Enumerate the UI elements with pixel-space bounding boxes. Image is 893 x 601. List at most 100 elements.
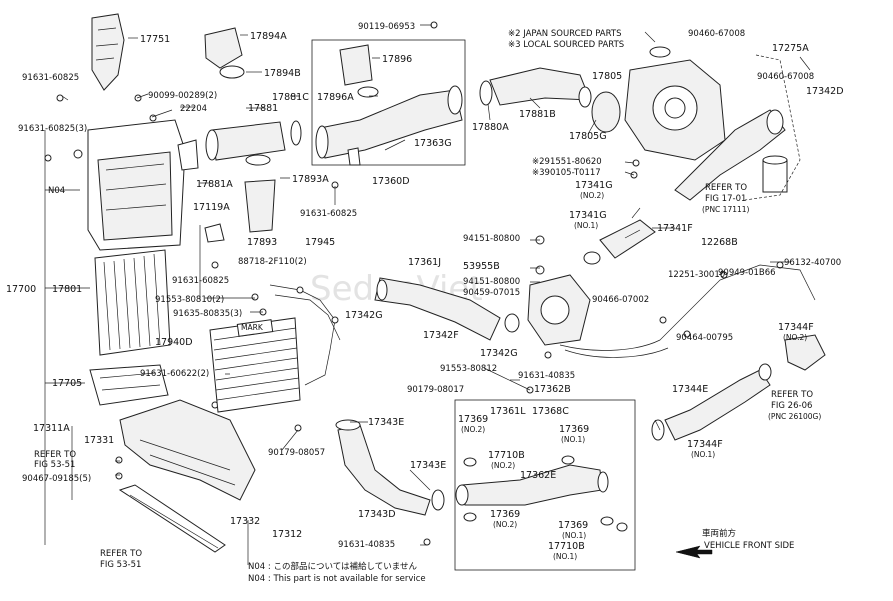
label-17893a: 17893A bbox=[292, 174, 329, 185]
label-17331: 17331 bbox=[84, 435, 114, 446]
label-17705: 17705 bbox=[52, 378, 82, 389]
label-90949-01b66: 90949-01B66 bbox=[718, 268, 776, 278]
hose-17343d bbox=[335, 419, 445, 516]
label-17369-d: 17369 bbox=[558, 520, 588, 531]
bracket-17119a bbox=[204, 223, 225, 243]
footer-note-en: N04 : This part is not available for ser… bbox=[248, 574, 426, 584]
label-17344f-no2: 17344F bbox=[778, 322, 814, 333]
hose-17896 bbox=[339, 44, 379, 98]
label-17805: 17805 bbox=[592, 71, 622, 82]
label-17344f-no1-suffix: (NO.1) bbox=[691, 450, 715, 459]
label-17880a: 17880A bbox=[472, 122, 509, 133]
local-sourced-note: ※3 LOCAL SOURCED PARTS bbox=[508, 40, 624, 50]
label-91553-80810: 91553-80810(2) bbox=[155, 295, 224, 305]
label-90464-00795: 90464-00795 bbox=[676, 333, 733, 343]
refer-fig-53-51-a-line1: REFER TO bbox=[34, 450, 76, 460]
hose-17341f bbox=[583, 219, 656, 265]
refer-fig-26-06-line2: FIG 26-06 bbox=[771, 401, 812, 411]
label-17894a: 17894A bbox=[250, 31, 287, 42]
label-17896a: 17896A bbox=[317, 92, 354, 103]
label-17119a: 17119A bbox=[193, 202, 230, 213]
refer-fig-53-51-b-line1: REFER TO bbox=[100, 549, 142, 559]
resonator-17893 bbox=[244, 154, 276, 233]
label-17710b-no1: 17710B bbox=[548, 541, 585, 552]
label-17369-a: 17369 bbox=[458, 414, 488, 425]
label-17700: 17700 bbox=[6, 284, 36, 295]
label-94151-80800-a: 94151-80800 bbox=[463, 234, 520, 244]
label-53955b: 53955B bbox=[463, 261, 500, 272]
refer-fig-17-01-line3: (PNC 17111) bbox=[702, 205, 750, 214]
label-17360d: 17360D bbox=[372, 176, 410, 187]
air-cleaner-case bbox=[87, 119, 199, 251]
label-17369-a-suffix: (NO.2) bbox=[461, 425, 485, 434]
label-91631-40835-b: 91631-40835 bbox=[518, 371, 575, 381]
water-pipe-17362e bbox=[455, 455, 628, 532]
refer-fig-17-01-line2: FIG 17-01 bbox=[705, 194, 746, 204]
label-17343d: 17343D bbox=[358, 509, 396, 520]
intake-hose-17894a bbox=[204, 27, 245, 79]
vehicle-front-en: VEHICLE FRONT SIDE bbox=[704, 541, 794, 551]
label-90466-07002: 90466-07002 bbox=[592, 295, 649, 305]
label-17710b-no2-suffix: (NO.2) bbox=[491, 461, 515, 470]
label-17344f-no1: 17344F bbox=[687, 439, 723, 450]
label-91553-80812: 91553-80812 bbox=[440, 364, 497, 374]
label-96132-40700: 96132-40700 bbox=[784, 258, 841, 268]
label-94151-80800-b: 94151-80800 bbox=[463, 277, 520, 287]
label-17710b-no1-suffix: (NO.1) bbox=[553, 552, 577, 561]
label-17342g-a: 17342G bbox=[345, 310, 383, 321]
label-90119-06953: 90119-06953 bbox=[358, 22, 415, 32]
label-90460-67008-b: 90460-67008 bbox=[757, 72, 814, 82]
vehicle-front-jp: 車両前方 bbox=[702, 528, 736, 539]
label-17368c: 17368C bbox=[532, 406, 569, 417]
vacuum-hose-2 bbox=[564, 347, 669, 358]
label-17881: 17881 bbox=[248, 103, 278, 114]
footer-note-jp: N04 : この部品については補給していません bbox=[248, 561, 418, 572]
label-n04: N04 bbox=[48, 186, 65, 196]
label-17362e: 17362E bbox=[520, 470, 556, 481]
label-90099-00289: 90099-00289(2) bbox=[148, 91, 217, 101]
label-17341g-no1: 17341G bbox=[569, 210, 607, 221]
label-17344e: 17344E bbox=[672, 384, 708, 395]
air-cleaner-lower-17705 bbox=[89, 364, 169, 406]
refer-fig-53-51-a-line2: FIG 53-51 bbox=[34, 460, 75, 470]
label-17945: 17945 bbox=[305, 237, 335, 248]
label-17341g-no2: 17341G bbox=[575, 180, 613, 191]
label-17805g: 17805G bbox=[569, 131, 607, 142]
label-17341f: 17341F bbox=[657, 223, 693, 234]
air-filter-element-17801 bbox=[94, 249, 171, 356]
pipe-17342g bbox=[374, 277, 520, 341]
label-91631-40835-a: 91631-40835 bbox=[338, 540, 395, 550]
label-17311a: 17311A bbox=[33, 423, 70, 434]
label-17363g: 17363G bbox=[414, 138, 452, 149]
elbow-17344f bbox=[784, 334, 826, 371]
label-12268b: 12268B bbox=[701, 237, 738, 248]
vacuum-hose bbox=[559, 264, 816, 351]
label-17801: 17801 bbox=[52, 284, 82, 295]
label-90459-07015: 90459-07015 bbox=[463, 288, 520, 298]
refer-fig-26-06-line1: REFER TO bbox=[771, 390, 813, 400]
outlet-pipe-17342d bbox=[674, 109, 786, 201]
label-91631-60825-c: 91631-60825 bbox=[172, 276, 229, 286]
throttle-body bbox=[527, 235, 591, 346]
label-17881b: 17881B bbox=[519, 109, 556, 120]
label-17881a: 17881A bbox=[196, 179, 233, 190]
refer-fig-26-06-line3: (PNC 26100G) bbox=[768, 412, 821, 421]
label-17361j: 17361J bbox=[408, 257, 441, 268]
intake-pipe-17363g bbox=[315, 85, 463, 166]
air-intake-duct-17751 bbox=[91, 13, 125, 91]
label-91631-60825-3: 91631-60825(3) bbox=[18, 124, 87, 134]
hose-17805 bbox=[578, 86, 621, 133]
label-88718-2f110: 88718-2F110(2) bbox=[238, 257, 307, 267]
label-17369-d-suffix: (NO.1) bbox=[562, 531, 586, 540]
label-17361l: 17361L bbox=[490, 406, 526, 417]
group-box-17360d bbox=[311, 39, 466, 166]
label-17341g-no2-suffix: (NO.2) bbox=[580, 191, 604, 200]
label-90460-67008-a: 90460-67008 bbox=[688, 29, 745, 39]
label-17312: 17312 bbox=[272, 529, 302, 540]
intake-hose-17881b bbox=[479, 67, 591, 106]
label-90467-09185: 90467-09185(5) bbox=[22, 474, 91, 484]
label-17343e-a: 17343E bbox=[368, 417, 404, 428]
label-17342f: 17342F bbox=[423, 330, 459, 341]
label-12251-30010: 12251-30010 bbox=[668, 270, 725, 280]
intercooler-17940d bbox=[209, 317, 301, 413]
